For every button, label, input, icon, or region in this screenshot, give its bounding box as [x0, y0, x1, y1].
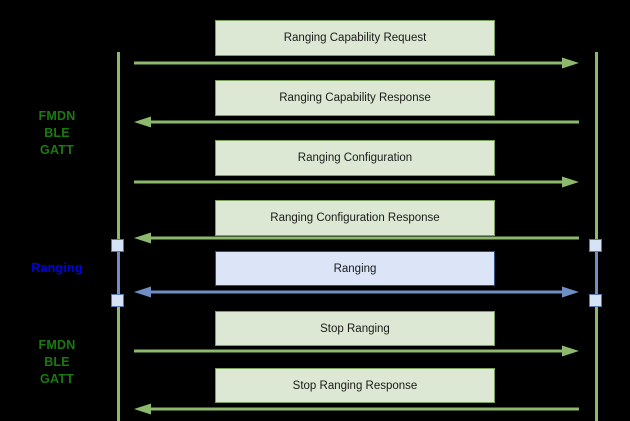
left-lifeline	[117, 52, 120, 247]
right-activation-line	[595, 245, 598, 301]
left-activation-line	[117, 245, 120, 301]
phase-label-fmdn-top: FMDN BLE GATT	[38, 109, 76, 157]
message-box-ranging-configuration-response: Ranging Configuration Response	[215, 200, 495, 236]
message-arrow-left-1	[134, 116, 579, 128]
message-arrow-right-5	[134, 345, 579, 357]
message-box-ranging-capability-response: Ranging Capability Response	[215, 80, 495, 116]
message-box-ranging: Ranging	[215, 251, 495, 286]
message-box-ranging-configuration: Ranging Configuration	[215, 140, 495, 176]
phase-label-fmdn-bottom: FMDN BLE GATT	[38, 338, 76, 386]
left-activation-box-top	[111, 239, 124, 252]
message-box-stop-ranging-response: Stop Ranging Response	[215, 368, 495, 403]
right-activation-box-top	[589, 239, 602, 252]
right-lifeline	[595, 52, 598, 247]
left-lifeline-lower	[117, 299, 120, 421]
right-activation-box-bottom	[589, 294, 602, 307]
message-box-stop-ranging: Stop Ranging	[215, 311, 495, 346]
message-box-ranging-capability-request: Ranging Capability Request	[215, 20, 495, 56]
message-arrow-right-0	[134, 57, 579, 69]
message-arrow-right-2	[134, 176, 579, 188]
right-lifeline-lower	[595, 299, 598, 421]
message-arrow-left-6	[134, 403, 579, 415]
message-arrow-left-3	[134, 232, 579, 244]
left-activation-box-bottom	[111, 294, 124, 307]
phase-label-ranging: Ranging	[31, 261, 83, 275]
message-arrow-bidirectional-4	[134, 286, 579, 298]
